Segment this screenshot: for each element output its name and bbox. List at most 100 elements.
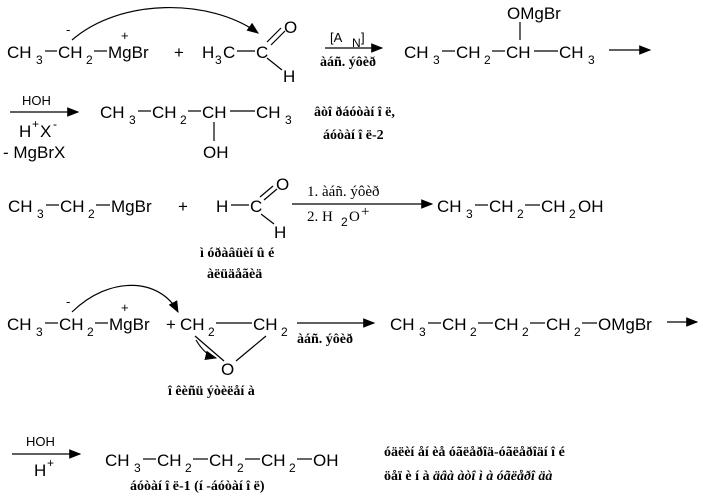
mgbr-h: MgBr <box>109 315 150 334</box>
ch3-c: CH <box>559 43 584 62</box>
sub-3: 3 <box>134 461 141 475</box>
sub-2: 2 <box>281 325 288 339</box>
ether-label: àáñ. ýôèð <box>320 54 376 70</box>
plus-sign: + <box>166 315 176 334</box>
oh-group: OH <box>203 143 229 162</box>
oxide-ch2-b: CH <box>253 315 278 334</box>
sub-2: 2 <box>185 461 192 475</box>
curved-arrow <box>71 284 179 314</box>
ch2-j3: CH <box>261 451 286 470</box>
butanol-1-name: áóòàí î ë-1 (í -áóòàí î ë) <box>130 479 265 494</box>
ch3-e: CH <box>256 103 281 122</box>
ch2-i2: CH <box>494 315 519 334</box>
ch3-d: CH <box>100 103 125 122</box>
ch-b: CH <box>506 43 531 62</box>
h-ion: H <box>34 461 46 480</box>
double-bond <box>266 27 282 43</box>
row-4: CH 3 CH 2 MgBr - + + CH 2 CH 2 O î êèñü … <box>7 284 699 399</box>
bond <box>260 213 275 225</box>
row-3: CH 3 CH 2 MgBr + H C O H ì óðàâüèí û é à… <box>8 175 604 282</box>
row-5: HOH H + CH 3 CH 2 CH 2 CH 2 OH áóòàí î ë… <box>12 434 565 494</box>
double-bond <box>263 188 278 201</box>
sub-3: 3 <box>215 53 222 67</box>
h-plus: + <box>32 117 39 131</box>
ch-d: CH <box>202 103 227 122</box>
bond <box>266 57 283 71</box>
ch2-f: CH <box>60 197 85 216</box>
ch2-g1: CH <box>489 197 514 216</box>
h3c-c: C <box>223 43 235 62</box>
sub-2: 2 <box>208 325 215 339</box>
sub-2: 2 <box>237 461 244 475</box>
ethylene-oxide-name: î êèñü ýòèëåí à <box>167 384 255 399</box>
plus-charge: + <box>121 28 129 43</box>
ch3-b: CH <box>404 43 429 62</box>
sub-3: 3 <box>466 207 473 221</box>
hoh-label: HOH <box>22 93 51 108</box>
mgbr-f: MgBr <box>111 197 152 216</box>
ch3-j: CH <box>105 451 130 470</box>
minus-charge: - <box>66 22 70 37</box>
hydrogen: H <box>283 67 295 86</box>
plus-sign: + <box>178 197 188 216</box>
an-sub: N <box>352 36 361 50</box>
row-2: HOH H + X - - MgBrX CH 3 CH 2 CH CH 3 OH… <box>3 93 395 162</box>
h-plus: + <box>47 456 54 470</box>
ether-label: àáñ. ýôèð <box>297 331 353 347</box>
row-1: CH 3 CH 2 MgBr - + + H 3 C C O H [A N ] … <box>7 4 652 86</box>
oxide-ch2-a: CH <box>180 315 205 334</box>
sub-2: 2 <box>522 325 529 339</box>
plus-charge: + <box>121 300 129 315</box>
hoh-label: HOH <box>26 434 55 449</box>
cond-o: O <box>349 209 360 225</box>
ch2-i1: CH <box>442 315 467 334</box>
ch3-g: CH <box>437 197 462 216</box>
name-sec-butanol: âòî ðáóòàí î ë, <box>314 104 395 120</box>
formaldehyde-name-2: àëüäåãèä <box>207 267 262 282</box>
an-close: ] <box>361 30 365 45</box>
ch2-g2: CH <box>541 197 566 216</box>
oh-end: OH <box>313 451 339 470</box>
double-bond <box>259 185 274 198</box>
ch2-i3: CH <box>546 315 571 334</box>
note-2-italic: äâà àòî ì à óãëåðî äà <box>433 468 552 484</box>
ch2-d: CH <box>152 103 177 122</box>
sub-2: 2 <box>88 207 95 221</box>
formaldehyde-name-1: ì óðàâüèí û é <box>199 245 274 261</box>
name-butanol-2: áóòàí î ë-2 <box>323 128 384 143</box>
ch3-f: CH <box>8 197 33 216</box>
x-minus: - <box>53 117 57 131</box>
bond-cleavage-arrow <box>195 339 218 361</box>
sub-2: 2 <box>86 53 93 67</box>
minus-charge: - <box>66 294 70 309</box>
mgbr-a: MgBr <box>108 43 149 62</box>
h-ion: H <box>19 122 31 141</box>
oh-end: OH <box>578 197 604 216</box>
ch2-j1: CH <box>157 451 182 470</box>
sub-2: 2 <box>574 325 581 339</box>
note-2-plain: öåï è í à <box>384 469 433 484</box>
sub-2: 2 <box>289 461 296 475</box>
sub-3: 3 <box>419 325 426 339</box>
double-bond <box>270 30 286 46</box>
sub-2: 2 <box>470 325 477 339</box>
chain-extension-note-1: óäëèí åí èå óãëåðîä-óãëåðîäí î é <box>384 444 565 460</box>
cond-sub-2: 2 <box>341 215 348 229</box>
sub-2: 2 <box>180 113 187 127</box>
sub-3: 3 <box>129 113 136 127</box>
ring-oxygen: O <box>221 360 234 379</box>
cond-plus: + <box>361 204 369 220</box>
ch2-j2: CH <box>209 451 234 470</box>
curved-arrow <box>71 6 259 41</box>
sub-2: 2 <box>484 53 491 67</box>
formyl-h: H <box>216 197 228 216</box>
ch2-a: CH <box>58 43 83 62</box>
ch2-b: CH <box>456 43 481 62</box>
oxygen: O <box>284 18 297 37</box>
sub-3: 3 <box>37 207 44 221</box>
omgbr-group: OMgBr <box>507 4 561 23</box>
sub-2: 2 <box>569 207 576 221</box>
omgbr-end: OMgBr <box>598 315 652 334</box>
